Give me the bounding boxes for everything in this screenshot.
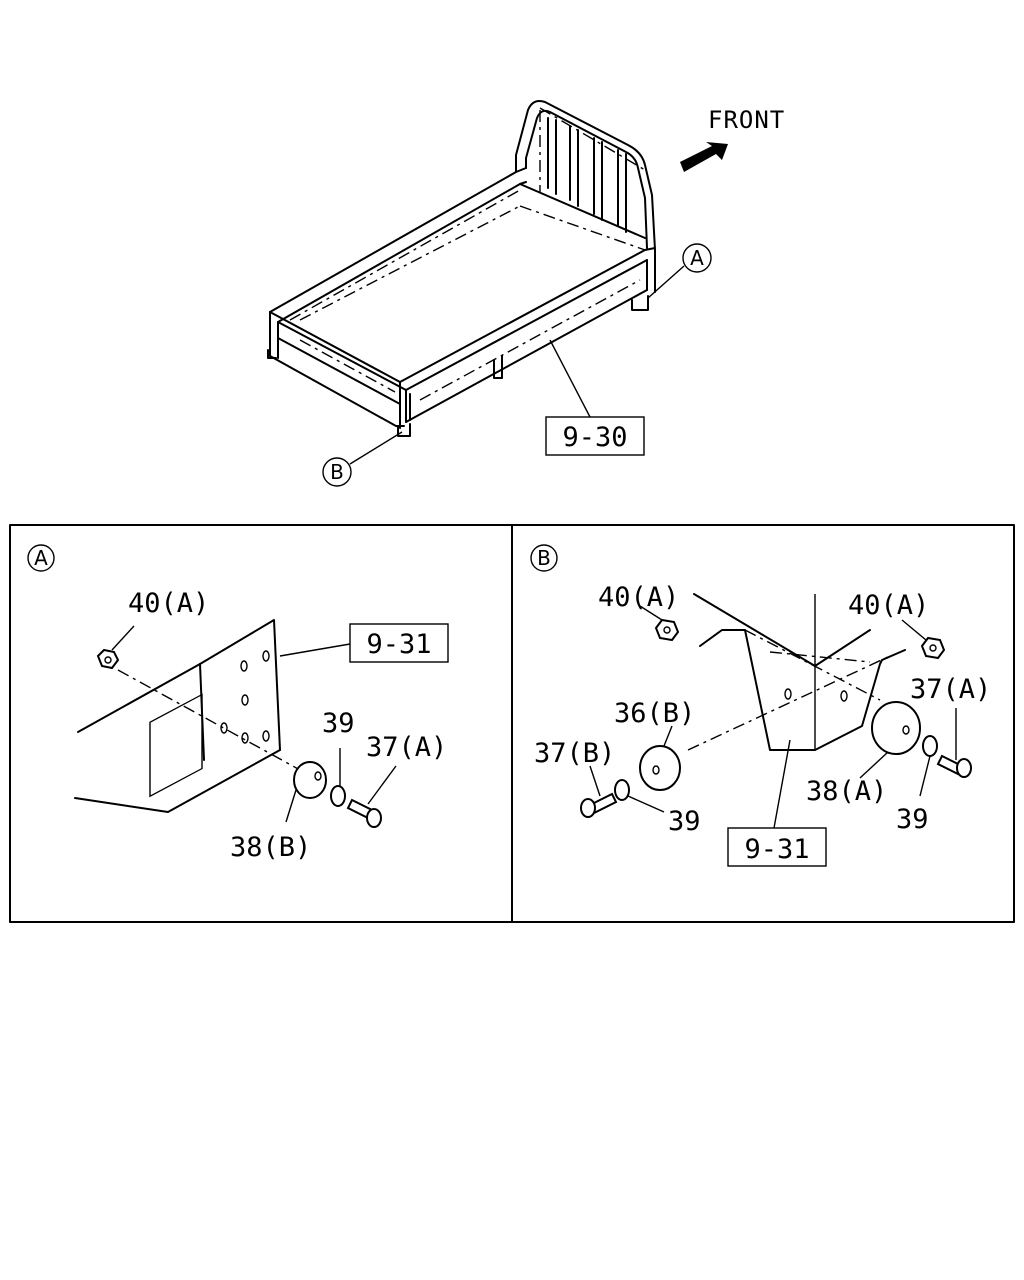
panel-a-nut-icon (96, 648, 120, 670)
panel-b-bolt-left-label: 37(B) (534, 738, 615, 769)
panel-a-title: A (34, 546, 48, 570)
panel-b-bolt-right-icon (936, 754, 972, 778)
callout-a-top: A (647, 243, 712, 299)
panel-b-bolt-right-label: 37(A) (910, 674, 991, 705)
panel-b-cushion-right-icon (871, 701, 921, 755)
callout-a-letter: A (690, 246, 704, 270)
panel-b-washer-left-label: 39 (668, 806, 701, 837)
panel-b: B 9-31 40(A) 40(A) 36(B) (530, 544, 991, 867)
panel-a-bolt-label: 37(A) (366, 732, 447, 763)
panel-b-cushion-left-icon (639, 745, 681, 791)
panel-b-nut-left-icon (654, 618, 680, 642)
panel-b-nut-left-label: 40(A) (598, 582, 679, 613)
truck-bed-illustration (267, 100, 656, 437)
panel-a-ref-label: 9-31 (366, 629, 431, 660)
panel-b-bolt-left-icon (580, 792, 618, 818)
callout-b-letter: B (330, 460, 344, 484)
panel-b-washer-left-icon (614, 779, 630, 801)
ref-9-30-label: 9-30 (562, 422, 627, 453)
panel-a-washer-icon (330, 785, 346, 807)
ref-9-30: 9-30 (545, 339, 645, 456)
panel-b-nut-right-icon (920, 636, 946, 660)
panel-b-cushion-left-label: 36(B) (614, 698, 695, 729)
panel-b-washer-right-label: 39 (896, 804, 929, 835)
front-direction: FRONT (680, 106, 785, 172)
panel-b-washer-right-icon (922, 735, 938, 757)
front-label: FRONT (708, 106, 785, 134)
panel-a-nut-label: 40(A) (128, 588, 209, 619)
panel-a-washer-label: 39 (322, 708, 355, 739)
panel-a-bolt-icon (346, 798, 382, 828)
callout-b-top: B (322, 431, 403, 487)
panel-a-cushion-icon (293, 761, 327, 799)
panel-b-cushion-right-label: 38(A) (806, 776, 887, 807)
panel-b-title: B (537, 546, 551, 570)
panel-b-ref-label: 9-31 (744, 834, 809, 865)
panel-a: A 9-31 40(A) 38(B) 39 (27, 544, 449, 863)
front-arrow-icon (680, 142, 728, 172)
panel-a-cushion-label: 38(B) (230, 832, 311, 863)
panel-b-nut-right-label: 40(A) (848, 590, 929, 621)
